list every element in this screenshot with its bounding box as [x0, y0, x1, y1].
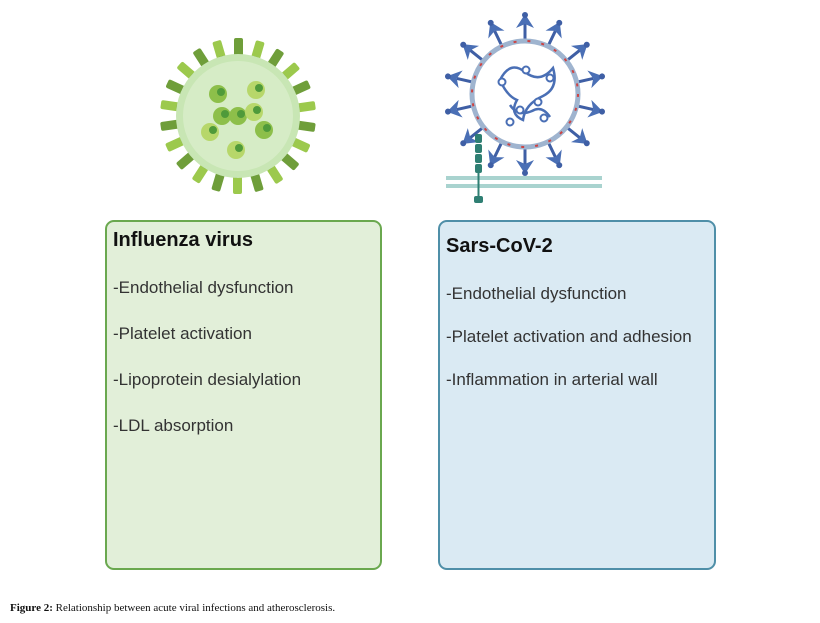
influenza-panel: Influenza virus -Endothelial dysfunction…: [105, 220, 382, 570]
sarscov2-title: Sars-CoV-2: [446, 235, 553, 257]
influenza-virus-icon: [160, 38, 316, 194]
influenza-title: Influenza virus: [113, 229, 254, 251]
caption-text: Relationship between acute viral infecti…: [52, 602, 336, 614]
cell-membrane-icon: [446, 176, 602, 188]
list-item: -Lipoprotein desialylation: [113, 370, 302, 389]
caption-label: Figure 2:: [10, 602, 53, 614]
sarscov2-effects-list: -Endothelial dysfunction -Platelet activ…: [446, 283, 708, 391]
sars-cov-2-virus-icon: [444, 12, 606, 203]
figure-caption: Figure 2: Relationship between acute vir…: [10, 602, 335, 614]
list-item: -Platelet activation: [113, 324, 252, 343]
sarscov2-panel: Sars-CoV-2 -Endothelial dysfunction -Pla…: [438, 220, 716, 570]
list-item: -LDL absorption: [113, 416, 234, 435]
ace2-receptor-icon: [474, 134, 483, 203]
list-item: -Inflammation in arterial wall: [446, 370, 658, 389]
influenza-effects-list: -Endothelial dysfunction -Platelet activ…: [113, 277, 374, 437]
list-item: -Endothelial dysfunction: [446, 284, 627, 303]
list-item: -Endothelial dysfunction: [113, 278, 294, 297]
list-item: -Platelet activation and adhesion: [446, 327, 692, 346]
